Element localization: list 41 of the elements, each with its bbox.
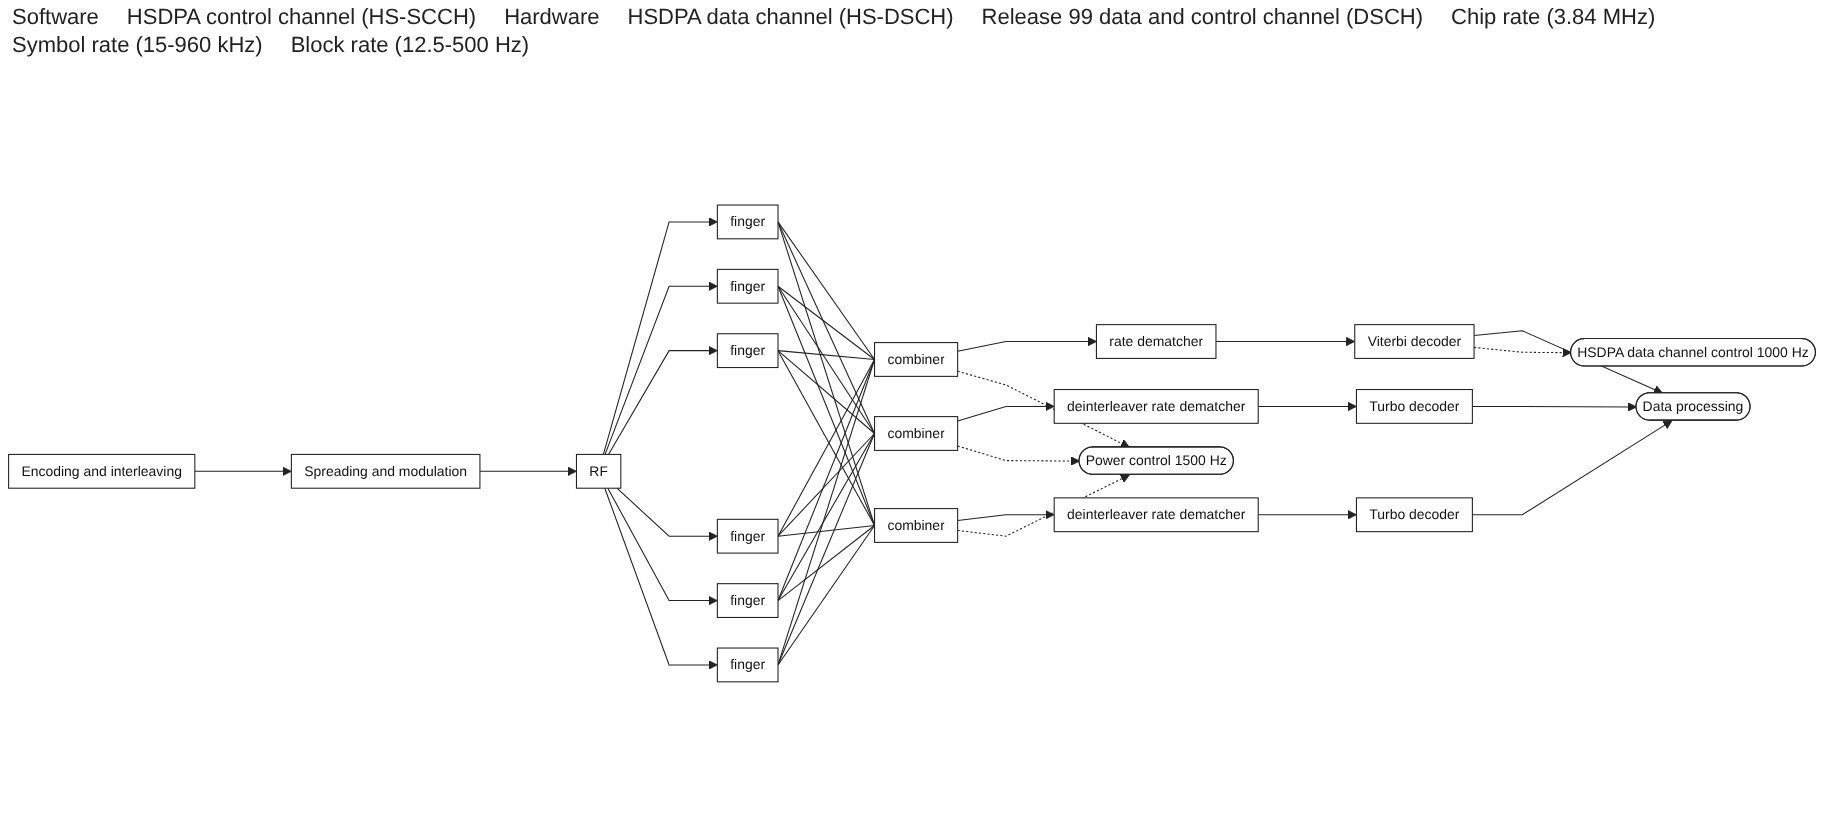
connector-line bbox=[777, 350, 876, 361]
note-label: Block rate (12.5-500 Hz) bbox=[290, 34, 530, 58]
arrow bbox=[1215, 337, 1356, 347]
note-label: Release 99 data and control channel (DSCH) bbox=[981, 6, 1424, 30]
dashed-arrow bbox=[957, 474, 1130, 538]
connector-line bbox=[777, 286, 876, 361]
connector-line bbox=[777, 359, 876, 666]
note-label: Software bbox=[12, 6, 99, 30]
arrow bbox=[1471, 402, 1637, 413]
connector-line bbox=[777, 221, 876, 361]
arrow bbox=[607, 488, 718, 606]
arrow bbox=[1471, 420, 1673, 516]
arrow bbox=[1257, 402, 1357, 412]
arrow bbox=[1473, 330, 1664, 395]
arrow bbox=[957, 510, 1055, 522]
dashed-arrow bbox=[1473, 347, 1572, 358]
arrow bbox=[194, 467, 292, 477]
arrow bbox=[479, 467, 577, 477]
arrow bbox=[602, 217, 718, 456]
arrow bbox=[616, 488, 718, 542]
connector-line bbox=[777, 525, 876, 538]
note-label: HSDPA data channel (HS-DSCH) bbox=[627, 6, 954, 30]
connector-line bbox=[777, 221, 876, 435]
arrow bbox=[957, 337, 1097, 353]
dashed-arrow bbox=[957, 446, 1080, 467]
note-label: Chip rate (3.84 MHz) bbox=[1451, 6, 1656, 30]
note-label: Symbol rate (15-960 kHz) bbox=[12, 34, 263, 58]
arrow bbox=[1257, 510, 1357, 520]
arrow bbox=[604, 282, 718, 456]
arrow bbox=[604, 488, 718, 671]
arrow bbox=[957, 402, 1055, 422]
note-label: Hardware bbox=[504, 6, 600, 30]
connector-line bbox=[777, 433, 876, 602]
note-label: HSDPA control channel (HS-SCCH) bbox=[126, 6, 477, 30]
connector-line bbox=[777, 350, 876, 435]
arrow bbox=[607, 346, 718, 456]
connector-line bbox=[777, 525, 876, 602]
connector-line bbox=[777, 286, 876, 435]
connector-line bbox=[777, 433, 876, 538]
connector-line bbox=[777, 525, 876, 666]
dashed-arrow bbox=[957, 371, 1130, 449]
